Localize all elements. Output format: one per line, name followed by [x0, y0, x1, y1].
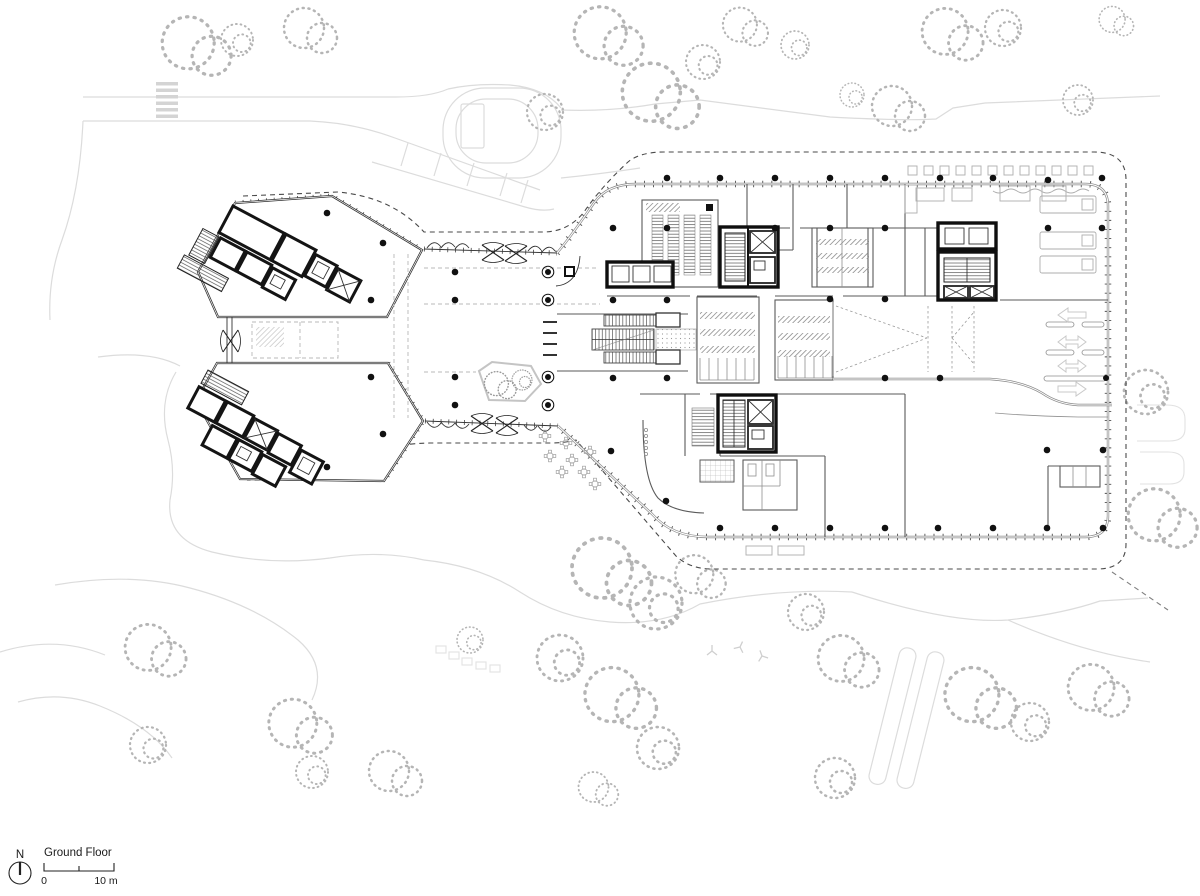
dropoff-loop: [442, 87, 562, 179]
bench: [777, 545, 805, 556]
parking-lanes: [1043, 307, 1107, 397]
north-label: N: [16, 849, 24, 861]
drawing-title: Ground Floor: [44, 847, 112, 859]
east-block: [538, 165, 1112, 541]
locker-room-south: [774, 299, 834, 381]
lobby-planter: [477, 360, 543, 403]
north-tower-core: [176, 203, 363, 304]
arrow-double-icon: [1057, 359, 1087, 373]
core-south: [716, 393, 778, 454]
path-strip: [896, 651, 945, 790]
beds: [1039, 195, 1097, 274]
escalator: [603, 314, 657, 327]
west-tower-north: [176, 193, 424, 319]
ground-marking: [706, 644, 718, 656]
upper-floor-overhang-outline: [242, 151, 1127, 570]
escalator-hall: [543, 312, 697, 372]
coat-hooks: [644, 427, 649, 456]
north-arrow: N: [8, 849, 32, 885]
ringed-columns: [541, 265, 555, 412]
elevator-bank: [605, 260, 675, 289]
path-strip: [868, 647, 917, 786]
south-east-rooms: [1047, 465, 1101, 530]
core-north: [718, 225, 780, 289]
legend: N Ground Floor 0 10 m: [8, 847, 118, 887]
central-lobby: [393, 241, 697, 437]
revolving-door: [219, 329, 242, 353]
hedge: [1137, 404, 1186, 442]
south-tower-core: [185, 369, 326, 489]
scale-end: 10 m: [94, 875, 118, 887]
escalator: [603, 351, 657, 364]
toilet-block: [811, 227, 874, 288]
revolving-door: [481, 241, 505, 264]
arrow-double-icon: [1057, 335, 1087, 349]
site-roads-and-paths: [0, 82, 1186, 790]
scale-start: 0: [41, 875, 47, 887]
arrow-right-icon: [1057, 381, 1087, 397]
vestibule-kiosk: [564, 266, 575, 277]
ground-marking: [754, 648, 769, 663]
kitchen-counter: [699, 459, 735, 483]
hall-ramp-markings: [832, 302, 975, 376]
west-tower-south: [185, 361, 426, 489]
shelving: [691, 407, 715, 447]
bike-racks: [435, 645, 501, 673]
ground-marking: [733, 638, 748, 654]
cafe-tables: [538, 429, 602, 491]
curved-partition: [642, 419, 705, 514]
locker-room-north: [696, 296, 760, 384]
bench: [745, 545, 773, 556]
arrow-left-icon: [1057, 307, 1087, 323]
scale-bar: 0 10 m: [41, 863, 118, 887]
revolving-door: [504, 242, 528, 265]
tower-link-corridor: [219, 317, 339, 363]
structural-columns: [323, 174, 1109, 532]
core-east: [936, 221, 998, 302]
hedge: [1140, 451, 1185, 485]
wc-suite: [742, 459, 798, 511]
revolving-door: [495, 414, 519, 437]
lounge-furniture: [904, 165, 1097, 274]
